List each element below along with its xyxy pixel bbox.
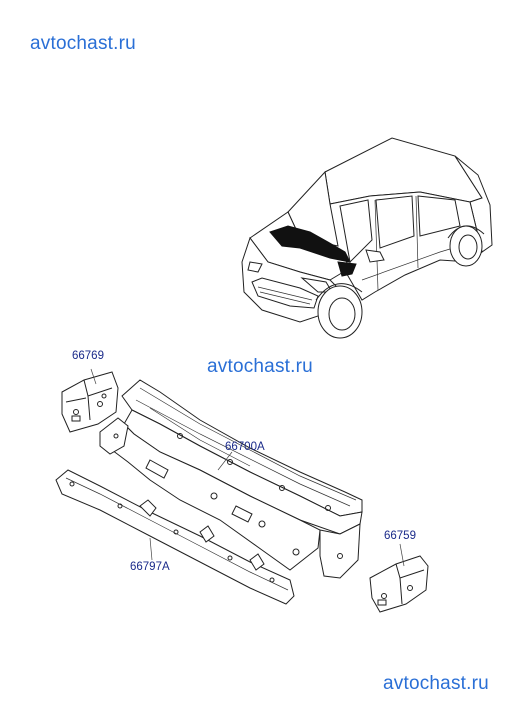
part-66700A-cowl-panel [99,379,363,579]
part-label-66769: 66769 [72,350,104,362]
part-66759-bracket [369,543,429,613]
watermark-bottom-right: avtochast.ru [383,673,489,694]
watermark-top-left: avtochast.ru [30,33,136,54]
car-illustration [241,137,493,339]
part-66797A-lower-bar [55,469,295,605]
part-label-66797A: 66797A [130,561,170,573]
part-label-66759: 66759 [384,530,416,542]
part-66769-bracket [61,368,119,433]
watermark-middle: avtochast.ru [207,356,313,377]
part-label-66700A: 66700A [225,441,265,453]
